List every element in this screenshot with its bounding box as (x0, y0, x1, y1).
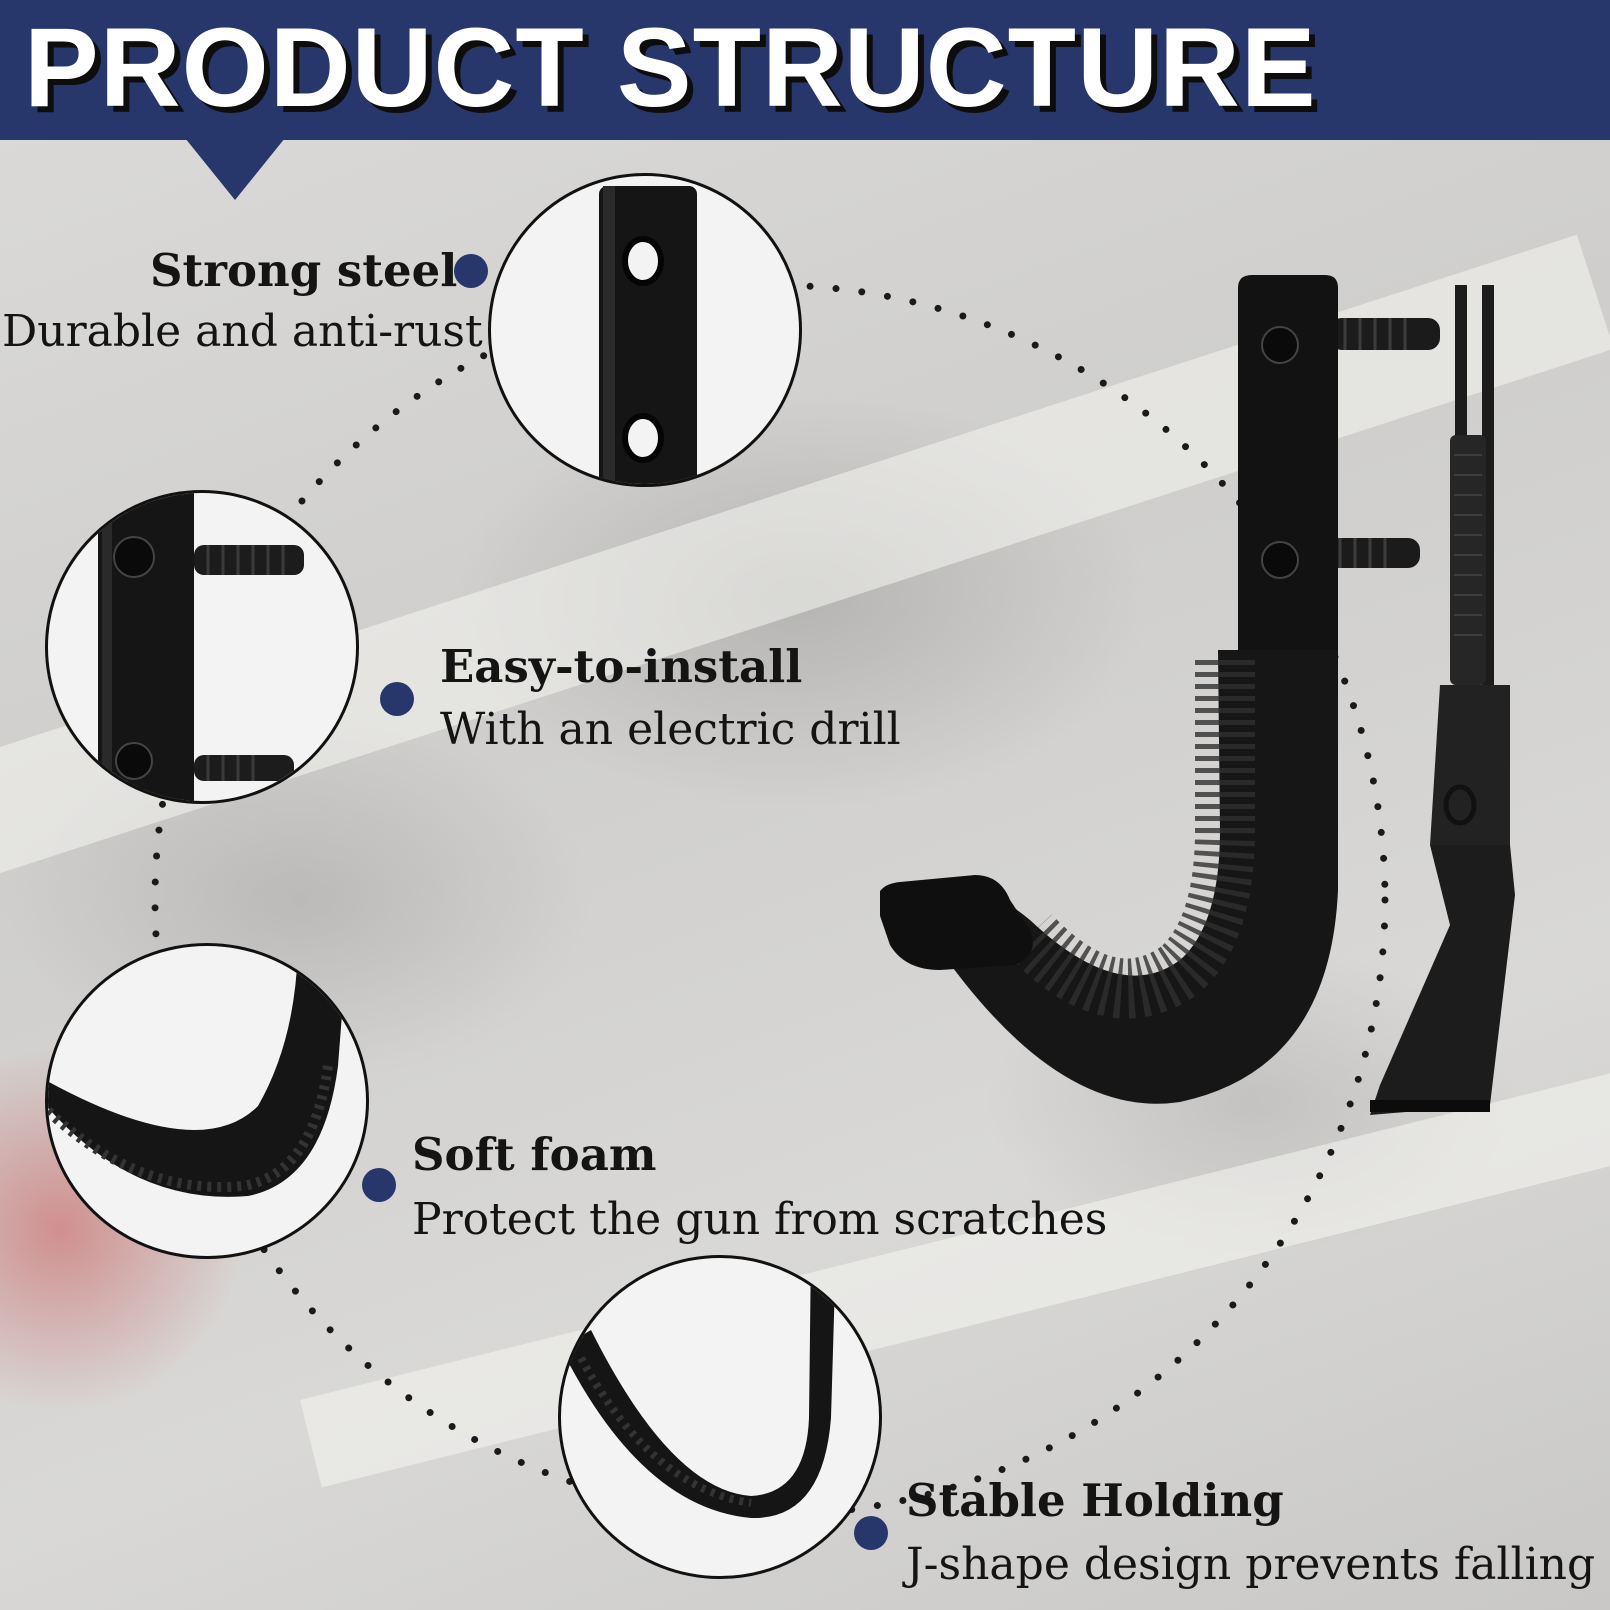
screws-closeup (45, 490, 359, 804)
feature-title-strong-steel: Strong steel (150, 244, 458, 297)
mounting-plate-closeup (488, 173, 802, 487)
j-shape-closeup (558, 1255, 882, 1579)
bullet-dot-icon (854, 1516, 888, 1550)
screws-icon (98, 493, 304, 801)
foam-icon (48, 946, 348, 1197)
page-title: PRODUCT STRUCTURE (24, 5, 1317, 130)
feature-desc-stable-holding: J-shape design prevents falling (906, 1539, 1596, 1590)
j-shape-icon (561, 1258, 836, 1519)
bullet-dot-icon (380, 682, 414, 716)
mounting-plate-icon (599, 186, 697, 484)
header-banner: PRODUCT STRUCTURE (0, 0, 1610, 140)
bullet-dot-icon (362, 1168, 396, 1202)
feature-desc-strong-steel: Durable and anti-rust (2, 306, 483, 357)
foam-closeup (45, 943, 369, 1259)
shotgun-illustration (1370, 285, 1515, 1115)
feature-title-easy-install: Easy-to-install (440, 640, 803, 693)
feature-desc-soft-foam: Protect the gun from scratches (412, 1194, 1108, 1245)
feature-title-soft-foam: Soft foam (412, 1128, 657, 1181)
bullet-dot-icon (454, 254, 488, 288)
header-notch (185, 138, 285, 200)
feature-desc-easy-install: With an electric drill (440, 704, 901, 755)
feature-title-stable-holding: Stable Holding (906, 1474, 1284, 1527)
j-hook-product (880, 275, 1440, 1104)
